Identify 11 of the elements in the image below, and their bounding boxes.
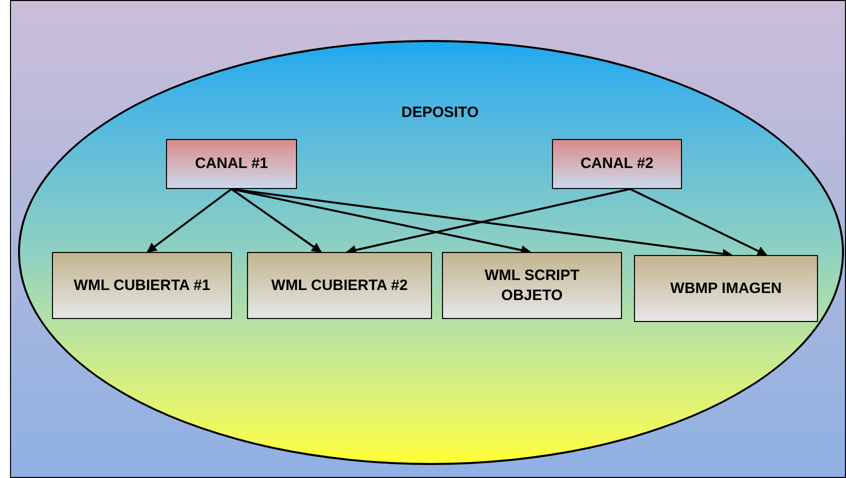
arrow: [630, 188, 768, 256]
channel-box: CANAL #2: [552, 139, 682, 189]
arrow: [146, 188, 232, 253]
region-title: DEPOSITO: [400, 103, 480, 123]
content-box: WML SCRIPT OBJETO: [442, 252, 622, 319]
channel-box: CANAL #1: [166, 139, 297, 189]
arrow: [346, 188, 630, 255]
arrow: [230, 188, 322, 253]
content-box: WML CUBIERTA #2: [247, 252, 432, 319]
content-box: WML CUBIERTA #1: [52, 252, 232, 319]
content-box: WBMP IMAGEN: [634, 255, 818, 322]
